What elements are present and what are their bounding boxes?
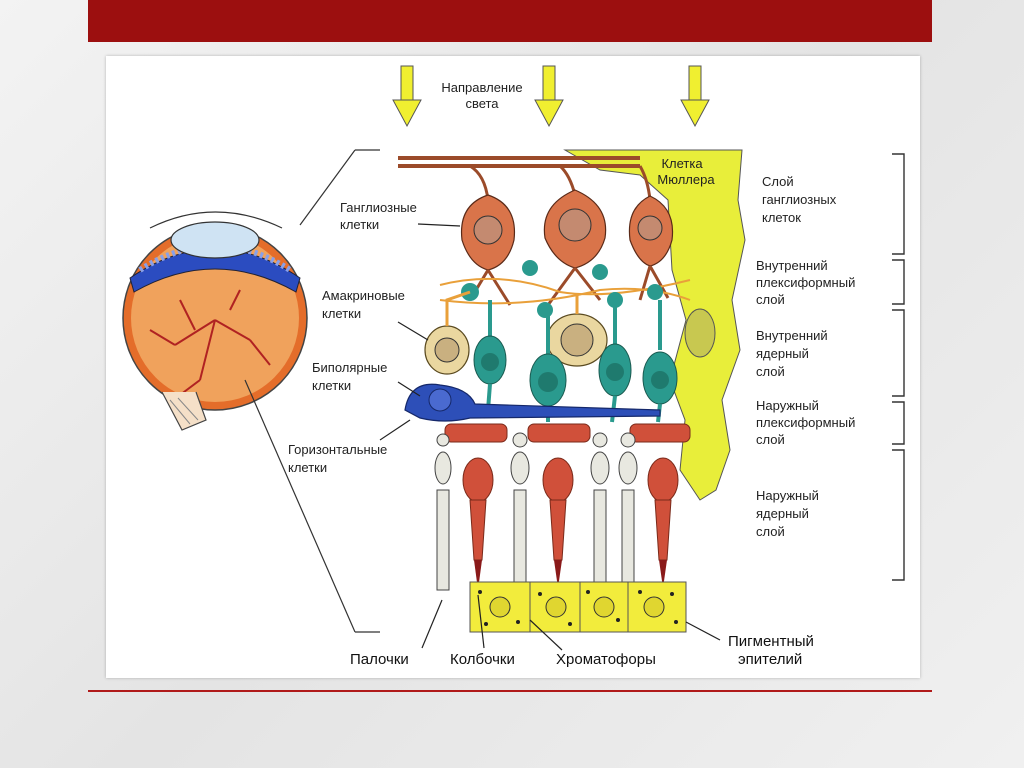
outer-plexiform-synapses [444, 423, 691, 443]
bipolar-cell [529, 305, 567, 422]
bipolar-cells [473, 300, 678, 423]
layer-label: клеток [762, 210, 801, 225]
layer-label: ядерный [756, 506, 809, 521]
layer-label: слой [756, 364, 785, 379]
bipolar-cells-label: Биполярные [312, 360, 387, 375]
bipolar-cell [473, 300, 507, 411]
ganglion-cells [460, 189, 674, 306]
rod-cell [510, 432, 530, 583]
light-arrows [392, 65, 710, 128]
amacrine-cells-label-line2: клетки [322, 306, 361, 321]
horizontal-cells-label: Горизонтальные [288, 442, 387, 457]
light-arrow-icon [534, 65, 564, 128]
ganglion-cell [628, 195, 674, 301]
chromatophores-label: Хроматофоры [556, 651, 656, 668]
rod-cell [618, 432, 638, 583]
layer-label: слой [756, 524, 785, 539]
layer-labels: Слой ганглиозных клеток Внутренний плекс… [756, 174, 855, 539]
layer-label: ганглиозных [762, 192, 837, 207]
amacrine-cells [424, 290, 608, 375]
light-direction-label: Направление [441, 80, 522, 95]
muller-nucleus [684, 308, 716, 358]
layer-label: плексиформный [756, 275, 855, 290]
layer-label: ядерный [756, 346, 809, 361]
layer-label: Наружный [756, 398, 819, 413]
layer-label: плексиформный [756, 415, 855, 430]
muller-cell-label: Клетка [661, 156, 703, 171]
cones-label: Колбочки [450, 651, 515, 668]
layer-label: Наружный [756, 488, 819, 503]
layer-label: Слой [762, 174, 794, 189]
pigment-epithelium-label-line2: эпителий [738, 651, 802, 668]
amacrine-cells-label: Амакриновые [322, 288, 405, 303]
title-bar [88, 0, 932, 42]
light-arrow-icon [392, 65, 422, 128]
amacrine-cell [546, 295, 608, 367]
layer-brackets [892, 153, 905, 581]
leader-lines [379, 223, 721, 651]
light-direction-label-line2: света [465, 96, 499, 111]
muller-cell [563, 149, 746, 501]
eyeball-illustration [122, 149, 380, 633]
cone-cell [647, 457, 679, 588]
bipolar-cells-label-line2: клетки [312, 378, 351, 393]
pigment-epithelium-label: Пигментный [728, 633, 814, 650]
bipolar-cell [598, 300, 632, 423]
light-arrow-icon [680, 65, 710, 128]
pigment-epithelium [469, 581, 687, 633]
layer-label: слой [756, 292, 785, 307]
rod-cell [434, 433, 452, 591]
rod-cells [434, 432, 638, 591]
ganglion-cell [543, 189, 607, 306]
muller-cell-label-line2: Мюллера [657, 172, 715, 187]
layer-label: Внутренний [756, 258, 828, 273]
cone-cells [462, 457, 679, 590]
nerve-fibers [398, 156, 652, 201]
bipolar-cell [642, 300, 678, 423]
cone-cell [542, 457, 574, 588]
horizontal-cells-label-line2: клетки [288, 460, 327, 475]
ganglion-cell [460, 194, 516, 306]
horizontal-cell [404, 383, 661, 422]
ganglion-cells-label-line2: клетки [340, 217, 379, 232]
layer-label: Внутренний [756, 328, 828, 343]
layer-label: слой [756, 432, 785, 447]
cone-cell [462, 457, 494, 590]
bottom-divider [88, 690, 932, 692]
rods-label: Палочки [350, 651, 409, 668]
amacrine-cell [424, 290, 471, 375]
rod-cell [590, 432, 610, 586]
ganglion-cells-label: Ганглиозные [340, 200, 417, 215]
